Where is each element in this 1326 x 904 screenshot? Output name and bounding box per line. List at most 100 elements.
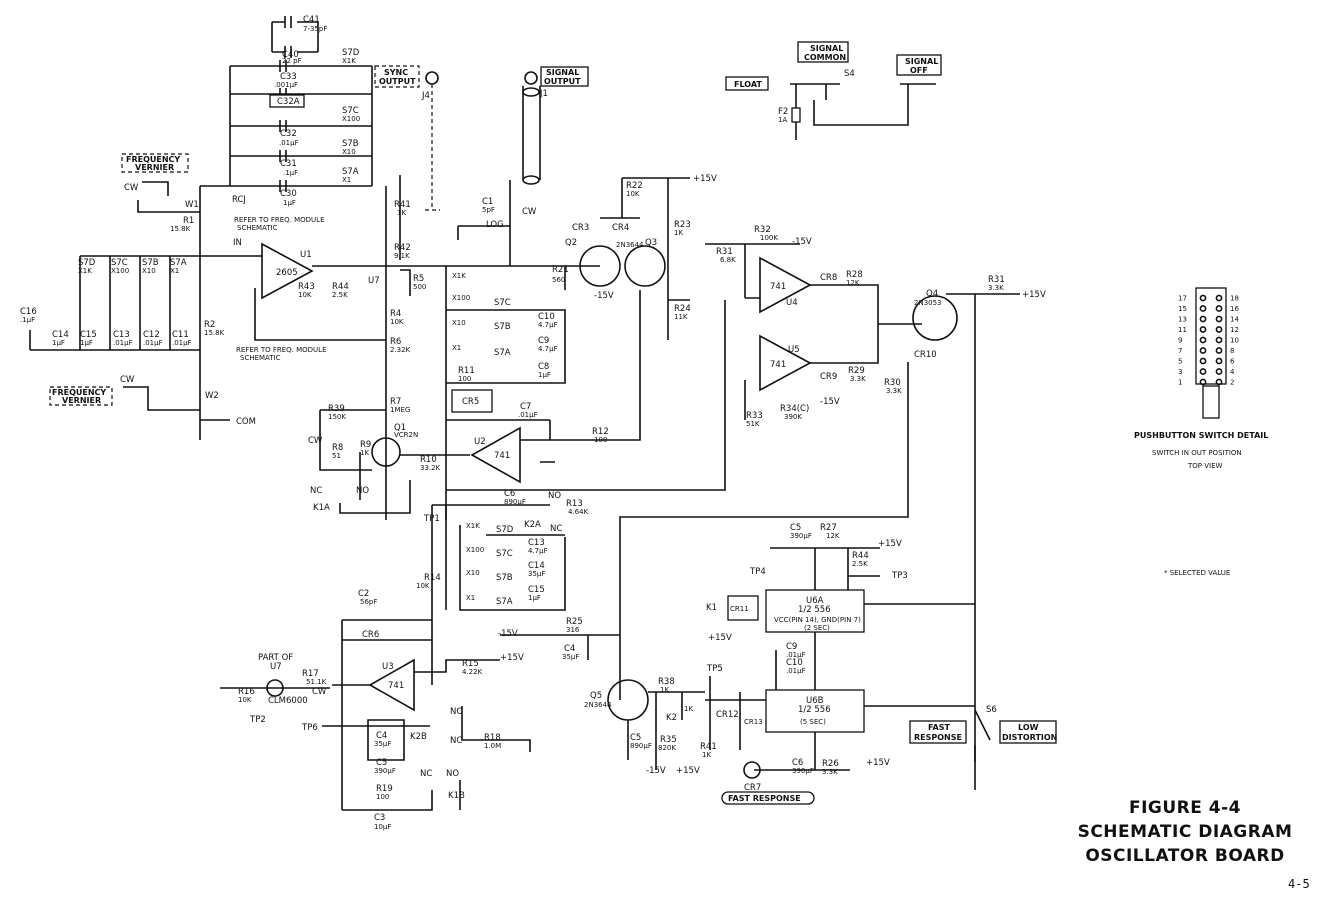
s4-output-switch: FLOAT SIGNAL COMMON SIGNAL OFF S4 F2 1A <box>725 41 942 140</box>
pin-label-right: 8 <box>1230 347 1234 355</box>
svg-text:X1: X1 <box>170 267 179 275</box>
s7c-top-label: S7C <box>342 106 359 116</box>
pin-contact <box>1215 315 1223 323</box>
svg-text:U2: U2 <box>474 437 486 447</box>
svg-text:12K: 12K <box>846 279 860 287</box>
svg-text:K2A: K2A <box>524 520 541 530</box>
pin-contact <box>1215 305 1223 312</box>
svg-text:C1: C1 <box>482 197 493 207</box>
c40-value: 22 pF <box>282 57 302 65</box>
svg-text:C13: C13 <box>113 330 130 340</box>
svg-text:3.3K: 3.3K <box>988 284 1004 292</box>
svg-text:S7A: S7A <box>496 597 513 607</box>
svg-text:SIGNAL: SIGNAL <box>810 44 843 53</box>
svg-text:CR7: CR7 <box>744 783 761 793</box>
svg-text:FREQUENCY: FREQUENCY <box>126 155 180 164</box>
svg-text:CW: CW <box>124 183 139 193</box>
svg-text:X10: X10 <box>452 319 466 327</box>
svg-text:12K: 12K <box>826 532 840 540</box>
svg-text:REFER TO FREQ. MODULE: REFER TO FREQ. MODULE <box>234 216 325 224</box>
svg-text:.01µF: .01µF <box>113 339 133 347</box>
svg-text:CW: CW <box>120 375 135 385</box>
c30-value: 1µF <box>283 199 296 207</box>
s7a-top-label: S7A <box>342 167 359 177</box>
pin-contact <box>1199 294 1207 302</box>
svg-text:2605: 2605 <box>276 268 298 278</box>
pin-contact <box>1215 347 1223 354</box>
svg-text:X100: X100 <box>452 294 470 302</box>
pin-contact <box>1199 347 1207 354</box>
svg-text:100: 100 <box>594 436 607 444</box>
svg-text:390µF: 390µF <box>790 532 812 540</box>
svg-text:TP5: TP5 <box>706 664 723 674</box>
u2-integrator: X1K X100 X10 X1 S7C S7B S7A C10 4.7µF C9… <box>445 266 641 520</box>
svg-text:OFF: OFF <box>910 66 928 75</box>
svg-text:NO: NO <box>548 491 561 501</box>
svg-text:R2: R2 <box>204 320 215 330</box>
svg-text:R4: R4 <box>390 309 401 319</box>
svg-text:.1µF: .1µF <box>20 316 35 324</box>
u6-timers: U6A 1/2 556 VCC(PIN 14), GND(PIN 7) (2 S… <box>666 523 975 805</box>
svg-text:NO: NO <box>446 769 459 779</box>
svg-text:2N3053: 2N3053 <box>914 299 942 307</box>
svg-text:U6A: U6A <box>806 596 824 606</box>
svg-text:S7D: S7D <box>496 525 514 535</box>
svg-text:51.1K: 51.1K <box>306 678 327 686</box>
pin-label-left: 11 <box>1178 326 1187 334</box>
svg-text:R28: R28 <box>846 270 863 280</box>
s7b-top-label: S7B <box>342 139 359 149</box>
pin-label-right: 10 <box>1230 337 1239 345</box>
svg-text:15.8K: 15.8K <box>170 225 191 233</box>
svg-text:X10: X10 <box>466 569 480 577</box>
svg-text:FAST: FAST <box>928 723 951 732</box>
svg-text:K2: K2 <box>666 713 677 723</box>
svg-text:Q2: Q2 <box>565 238 577 248</box>
svg-text:X100: X100 <box>342 115 360 123</box>
svg-text:LOG: LOG <box>486 220 504 230</box>
svg-text:6.8K: 6.8K <box>720 256 736 264</box>
svg-text:1K: 1K <box>674 229 683 237</box>
svg-text:4.22K: 4.22K <box>462 668 483 676</box>
pin-label-right: 16 <box>1230 305 1239 313</box>
svg-text:X100: X100 <box>466 546 484 554</box>
svg-text:S7B: S7B <box>142 258 159 268</box>
lower-range-capacitors: S7D X1K S7C X100 S7B X10 S7A X1 C16 .1µF… <box>20 255 200 351</box>
svg-text:CW: CW <box>308 436 323 446</box>
c32-value: .01µF <box>279 139 299 147</box>
svg-text:.01µF: .01µF <box>172 339 192 347</box>
svg-text:K1: K1 <box>706 603 717 613</box>
svg-text:+15V: +15V <box>1022 290 1046 300</box>
svg-text:R30: R30 <box>884 378 901 388</box>
u6b-block <box>765 689 865 733</box>
svg-text:11K: 11K <box>674 313 688 321</box>
svg-text:R43: R43 <box>298 282 315 292</box>
svg-text:R12: R12 <box>592 427 609 437</box>
svg-text:S4: S4 <box>844 69 855 79</box>
svg-text:.01µF: .01µF <box>143 339 163 347</box>
svg-text:X1: X1 <box>452 344 461 352</box>
svg-text:S7D: S7D <box>78 258 96 268</box>
c31-label: C31 <box>280 159 297 169</box>
svg-text:FREQUENCY: FREQUENCY <box>52 388 106 397</box>
pin-contact <box>1215 326 1223 333</box>
s6-response-switch: FAST RESPONSE LOW DISTORTION S6 <box>909 705 1057 762</box>
svg-text:K1A: K1A <box>313 503 330 513</box>
svg-text:100: 100 <box>458 375 471 383</box>
pin-contact <box>1199 326 1207 333</box>
pin-label-right: 6 <box>1230 358 1235 366</box>
svg-text:CW: CW <box>312 687 327 697</box>
svg-text:1µF: 1µF <box>80 339 93 347</box>
svg-text:.01µF: .01µF <box>786 667 806 675</box>
svg-text:C12: C12 <box>143 330 160 340</box>
svg-text:C9: C9 <box>786 642 797 652</box>
svg-text:RESPONSE: RESPONSE <box>914 733 962 742</box>
svg-text:R16: R16 <box>238 687 255 697</box>
svg-text:890µF: 890µF <box>504 498 526 506</box>
svg-text:NO: NO <box>450 707 463 717</box>
svg-text:R22: R22 <box>626 181 643 191</box>
svg-text:316: 316 <box>566 626 580 634</box>
pin-contact <box>1199 368 1207 375</box>
svg-text:C10: C10 <box>538 312 555 322</box>
gain-resistor-ladder: R41 1K R42 9.1K R5 500 R4 10K R6 2.32K R… <box>385 175 426 520</box>
svg-text:741: 741 <box>494 451 510 461</box>
